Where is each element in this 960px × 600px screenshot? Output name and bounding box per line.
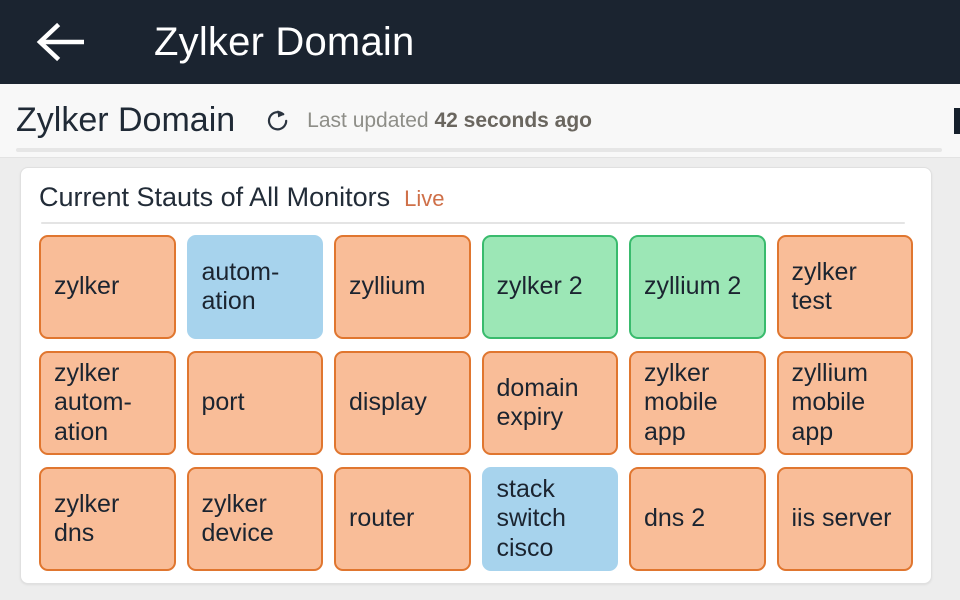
monitor-tile[interactable]: zylker	[39, 235, 176, 339]
monitor-tile-label: port	[201, 388, 245, 417]
content-area: Current Stauts of All Monitors Live zylk…	[0, 158, 960, 600]
card-header: Current Stauts of All Monitors Live	[37, 182, 915, 213]
monitor-tile-label: autom- ation	[201, 257, 280, 315]
monitor-tile-label: zylker	[54, 272, 120, 301]
monitor-tile[interactable]: domain expiry	[481, 351, 618, 455]
monitor-tile-label: display	[349, 388, 427, 417]
app-top-bar: Zylker Domain	[0, 0, 960, 84]
monitor-tile-label: zyllium mobile app	[791, 359, 868, 446]
monitor-tile[interactable]: zylker device	[186, 467, 323, 571]
monitor-tile-label: zylker device	[201, 489, 274, 547]
monitor-tile[interactable]: zylker dns	[39, 467, 176, 571]
last-updated-value: 42 seconds ago	[434, 108, 593, 132]
monitor-tile-label: zylker mobile app	[644, 359, 718, 446]
page-title: Zylker Domain	[16, 101, 236, 139]
subheader-progress-track	[16, 148, 942, 152]
card-divider	[41, 222, 905, 224]
monitor-tile[interactable]: zylker autom- ation	[39, 351, 176, 455]
refresh-button[interactable]	[265, 107, 291, 135]
refresh-icon	[265, 107, 291, 135]
monitor-tile-label: stack switch cisco	[496, 475, 566, 562]
monitor-tile-label: zylker autom- ation	[54, 359, 132, 446]
monitor-tile[interactable]: router	[334, 467, 471, 571]
monitor-tile[interactable]: iis server	[776, 467, 913, 571]
monitor-tile[interactable]: zyllium mobile app	[776, 351, 913, 455]
edge-scroll-indicator	[954, 107, 960, 134]
monitor-tile-label: zyllium 2	[644, 272, 742, 301]
monitors-status-card: Current Stauts of All Monitors Live zylk…	[20, 167, 932, 584]
monitor-tile-label: zylker test	[791, 257, 857, 315]
app-title: Zylker Domain	[154, 19, 415, 64]
monitor-tile-label: dns 2	[644, 504, 706, 533]
monitor-tile-label: iis server	[791, 504, 892, 533]
monitor-tile[interactable]: zylker test	[776, 235, 913, 339]
monitor-tile-label: zyllium	[349, 272, 426, 301]
monitor-tile-label: zylker 2	[496, 272, 583, 301]
monitor-tile[interactable]: zylker 2	[481, 235, 618, 339]
monitor-tile[interactable]: zyllium 2	[629, 235, 766, 339]
monitor-tile-label: zylker dns	[54, 489, 120, 547]
monitor-tile[interactable]: autom- ation	[186, 235, 323, 339]
last-updated-label: Last updated	[307, 108, 429, 132]
card-title: Current Stauts of All Monitors	[39, 182, 391, 212]
monitor-tile[interactable]: display	[334, 351, 471, 455]
monitor-tile-label: router	[349, 504, 415, 533]
monitor-tile[interactable]: dns 2	[629, 467, 766, 571]
arrow-left-icon	[36, 22, 90, 62]
monitor-tile-label: domain expiry	[496, 373, 579, 431]
monitor-tile[interactable]: zyllium	[334, 235, 471, 339]
live-badge: Live	[404, 186, 445, 211]
monitor-tile[interactable]: port	[186, 351, 323, 455]
last-updated-text: Last updated 42 seconds ago	[307, 109, 592, 133]
monitors-grid: zylker autom- ation zyllium zylker 2 zyllium…	[37, 235, 915, 571]
monitor-tile[interactable]: zylker mobile app	[629, 351, 766, 455]
back-button[interactable]	[34, 13, 92, 71]
monitor-tile[interactable]: stack switch cisco	[481, 467, 618, 571]
page-subheader: Zylker Domain Last updated 42 seconds ag…	[0, 84, 960, 158]
